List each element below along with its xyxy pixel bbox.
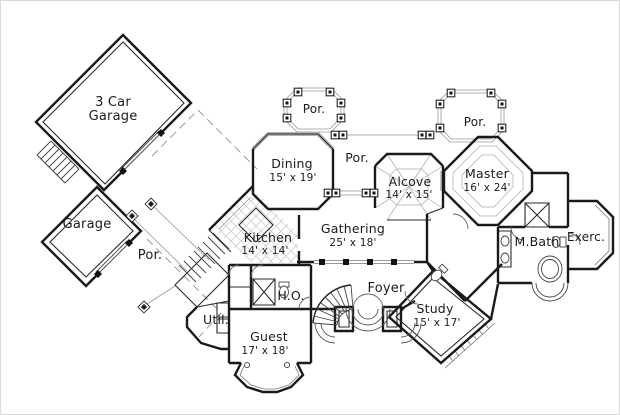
room-label-garage: Garage [63,217,112,232]
room-label-three-car-garage-line2: Garage [89,109,138,124]
stair-treads [36,140,230,283]
door-arcs [228,213,581,310]
room-label-study: Study [416,301,453,316]
ceiling-facet-lines [374,145,524,221]
room-dims-gathering: 25' x 18' [329,237,376,249]
walkway-posts [125,197,158,314]
room-label-home-office: H.O. [277,288,304,303]
room-dims-dining: 15' x 19' [269,172,316,184]
kitchen-tile-pattern [212,188,298,263]
room-dims-alcove: 14' x 15' [385,189,432,201]
gathering-window-posts [319,259,397,265]
fixtures [243,235,569,369]
exterior-walls [34,33,615,394]
room-label-porch-garage: Por. [138,248,162,263]
room-label-foyer: Foyer [367,281,404,296]
room-label-guest: Guest [250,329,288,344]
room-label-porch-center: Por. [345,150,369,165]
room-label-master: Master [465,166,510,181]
room-label-kitchen: Kitchen [244,230,292,245]
room-label-three-car-garage-line1: 3 Car [95,95,131,110]
room-dims-kitchen: 14' x 14' [241,245,288,257]
room-label-gathering: Gathering [321,221,385,236]
room-labels: 3 Car Garage Garage Por. Por. Por. Por. … [63,95,605,357]
room-label-master-bath: M.Bath [514,234,559,249]
room-label-dining: Dining [271,156,313,171]
room-dims-guest: 17' x 18' [241,345,288,357]
curved-stair [312,284,354,326]
room-label-exercise: Exerc. [567,230,605,244]
room-label-utility: Util. [203,312,229,327]
room-label-porch-dining: Por. [303,102,326,116]
room-dims-master: 16' x 24' [463,182,510,194]
room-dims-study: 15' x 17' [413,317,460,329]
room-label-porch-master: Por. [464,115,487,129]
window-lines [239,171,610,390]
entry-steps [314,308,422,344]
room-label-alcove: Alcove [389,174,432,189]
garage-doors [94,129,165,278]
